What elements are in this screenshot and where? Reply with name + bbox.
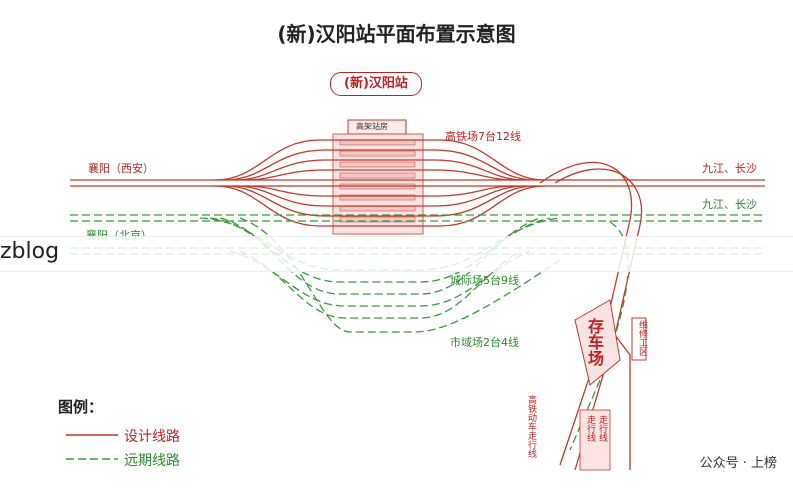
station-name-badge: (新)汉阳站 (330, 72, 422, 96)
west-red-label: 襄阳（西安） (88, 162, 154, 175)
watermark: 公众号 · 上榜 (699, 456, 777, 471)
vertical-label-1: 高铁动车走行线 (526, 395, 536, 458)
maintenance-label: 维修工区 (637, 320, 647, 356)
red-tracks (70, 139, 765, 471)
overlay-text: zblog (0, 239, 60, 264)
east-green-label: 九江、长沙 (702, 198, 757, 211)
east-red-label: 九江、长沙 (702, 162, 757, 175)
high-speed-yard-label: 高铁场7台12线 (445, 130, 521, 143)
depot-box (574, 299, 621, 386)
page-title: (新)汉阳站平面布置示意图 (277, 22, 516, 46)
vertical-label-3: 走行线 (597, 415, 607, 442)
platforms (339, 139, 416, 223)
maintenance-box (631, 317, 647, 361)
text-overlay-bar: zblog (0, 236, 793, 272)
legend-future: 远期线路 (124, 453, 180, 469)
legend-title: 图例： (58, 398, 104, 416)
vertical-label-2: 走行线 (585, 415, 595, 442)
intercity-yard-label: 城际场5台9线 (450, 274, 519, 287)
station-building-label: 高架站房 (356, 122, 388, 131)
yard-block (579, 409, 611, 471)
depot-label: 存车场 (585, 318, 604, 366)
legend-design: 设计线路 (124, 429, 180, 445)
city-yard-label: 市域场2台4线 (450, 336, 519, 349)
